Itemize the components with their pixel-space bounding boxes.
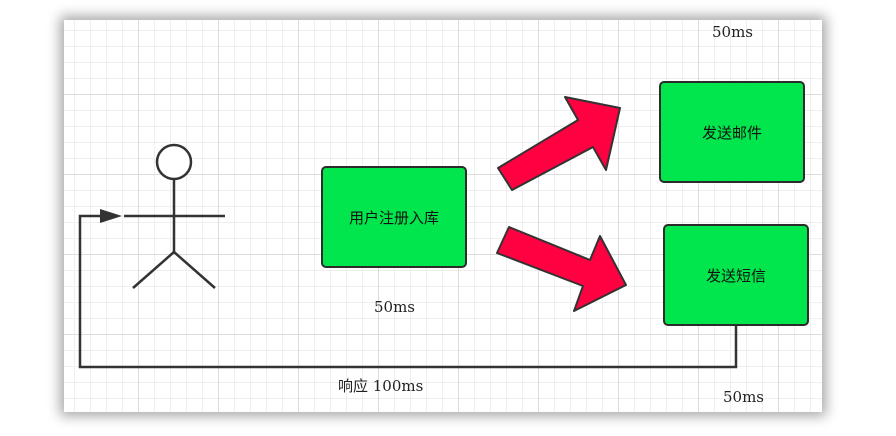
register-box-label: 用户注册入库 (348, 208, 439, 227)
sms-box-label: 发送短信 (705, 266, 766, 285)
response-arrowhead-icon (100, 209, 122, 223)
email-timing: 50ms (712, 23, 754, 41)
sms-box: 发送短信 (663, 224, 809, 326)
arrow-to-email-icon (497, 96, 621, 191)
response-timing: 响应 100ms (338, 377, 424, 395)
email-box-label: 发送邮件 (701, 123, 762, 142)
register-timing: 50ms (374, 298, 416, 316)
arrow-to-sms-icon (496, 226, 627, 312)
response-line (78, 214, 738, 369)
sms-timing: 50ms (723, 388, 765, 406)
register-box: 用户注册入库 (321, 166, 467, 268)
email-box: 发送邮件 (659, 81, 805, 183)
user-actor-icon (124, 143, 225, 289)
